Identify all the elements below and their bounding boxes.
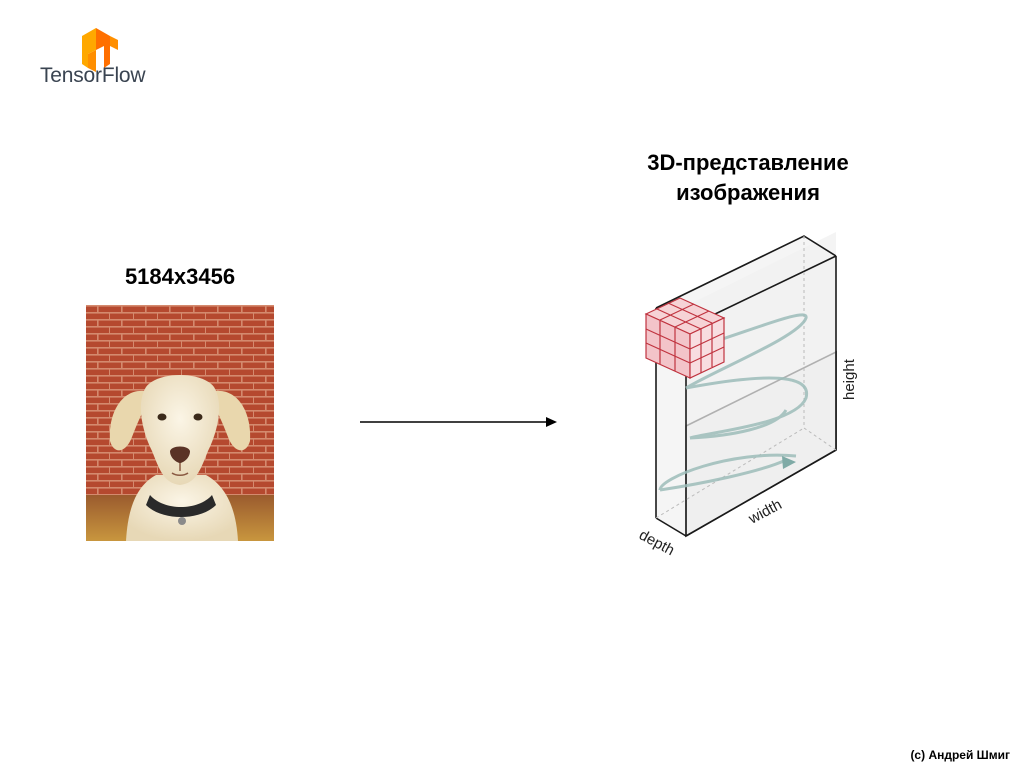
tensorflow-logo-icon (82, 28, 118, 72)
tensor-3d-diagram: height width depth (636, 232, 858, 560)
scan-path-arrowhead (782, 456, 796, 469)
axis-label-height: height (841, 358, 858, 400)
diagram-title: 3D-представление изображения (600, 148, 896, 208)
arrow-right-icon (360, 417, 557, 427)
tensor-box (655, 232, 837, 538)
copyright-text: (c) Андрей Шмиг (910, 748, 1010, 762)
axis-label-width: width (745, 496, 785, 528)
image-size-label: 5184x3456 (124, 264, 236, 289)
kernel-cube (644, 297, 726, 379)
diagram-title-line-2: изображения (676, 180, 820, 205)
tensorflow-wordmark: TensorFlow (40, 64, 146, 87)
axis-label-depth: depth (636, 527, 677, 560)
diagram-title-line-1: 3D-представление (647, 150, 849, 175)
dog-photo (86, 305, 274, 541)
